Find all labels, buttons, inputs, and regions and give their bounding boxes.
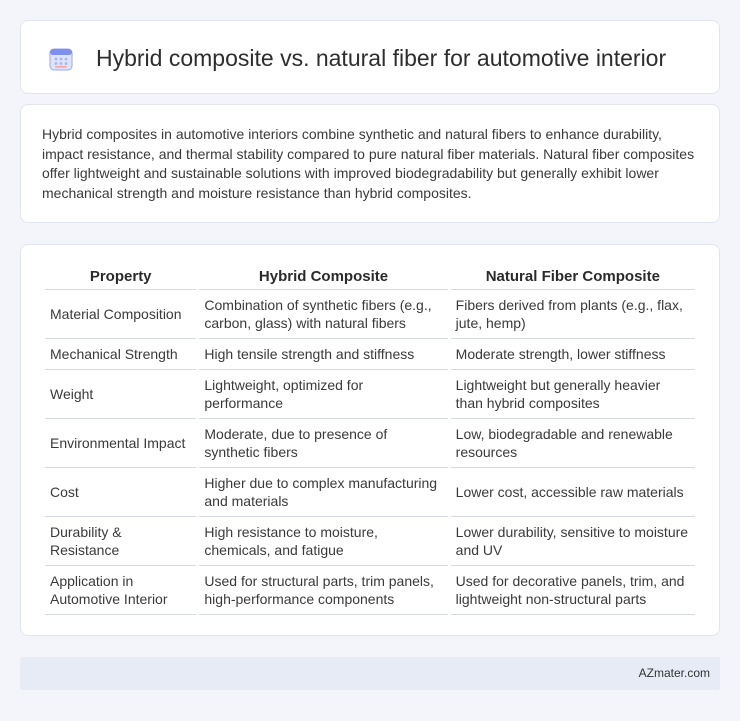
table-cell: Lower durability, sensitive to moisture …	[450, 517, 695, 566]
table-cell: Moderate, due to presence of synthetic f…	[199, 419, 448, 468]
table-row: Material Composition Combination of synt…	[45, 290, 695, 339]
table-cell: Low, biodegradable and renewable resourc…	[450, 419, 695, 468]
column-header-natural: Natural Fiber Composite	[450, 263, 695, 290]
table-cell: Material Composition	[45, 290, 197, 339]
table-row: Mechanical Strength High tensile strengt…	[45, 339, 695, 370]
calendar-grid-icon	[49, 48, 73, 71]
table-cell: Lower cost, accessible raw materials	[450, 468, 695, 517]
comparison-table: Property Hybrid Composite Natural Fiber …	[42, 263, 698, 615]
summary-card: Hybrid composites in automotive interior…	[20, 104, 720, 223]
table-cell: Environmental Impact	[45, 419, 197, 468]
table-cell: Fibers derived from plants (e.g., flax, …	[450, 290, 695, 339]
column-header-hybrid: Hybrid Composite	[199, 263, 448, 290]
table-cell: High resistance to moisture, chemicals, …	[199, 517, 448, 566]
table-cell: High tensile strength and stiffness	[199, 339, 448, 370]
page-title: Hybrid composite vs. natural fiber for a…	[96, 45, 667, 71]
table-cell: Combination of synthetic fibers (e.g., c…	[199, 290, 448, 339]
table-cell: Mechanical Strength	[45, 339, 197, 370]
table-row: Application in Automotive Interior Used …	[45, 566, 695, 615]
table-row: Cost Higher due to complex manufacturing…	[45, 468, 695, 517]
table-row: Environmental Impact Moderate, due to pr…	[45, 419, 695, 468]
table-row: Durability & Resistance High resistance …	[45, 517, 695, 566]
table-cell: Lightweight but generally heavier than h…	[450, 370, 695, 419]
table-cell: Weight	[45, 370, 197, 419]
footer-bar: AZmater.com	[20, 657, 720, 690]
table-cell: Used for decorative panels, trim, and li…	[450, 566, 695, 615]
table-header-row: Property Hybrid Composite Natural Fiber …	[45, 263, 695, 290]
table-cell: Application in Automotive Interior	[45, 566, 197, 615]
table-row: Weight Lightweight, optimized for perfor…	[45, 370, 695, 419]
table-cell: Durability & Resistance	[45, 517, 197, 566]
title-card: Hybrid composite vs. natural fiber for a…	[20, 20, 720, 94]
table-cell: Moderate strength, lower stiffness	[450, 339, 695, 370]
table-cell: Lightweight, optimized for performance	[199, 370, 448, 419]
footer-brand[interactable]: AZmater.com	[638, 666, 710, 680]
summary-text: Hybrid composites in automotive interior…	[42, 126, 695, 201]
table-cell: Higher due to complex manufacturing and …	[199, 468, 448, 517]
table-cell: Cost	[45, 468, 197, 517]
column-header-property: Property	[45, 263, 197, 290]
table-cell: Used for structural parts, trim panels, …	[199, 566, 448, 615]
comparison-card: Property Hybrid Composite Natural Fiber …	[20, 244, 720, 636]
